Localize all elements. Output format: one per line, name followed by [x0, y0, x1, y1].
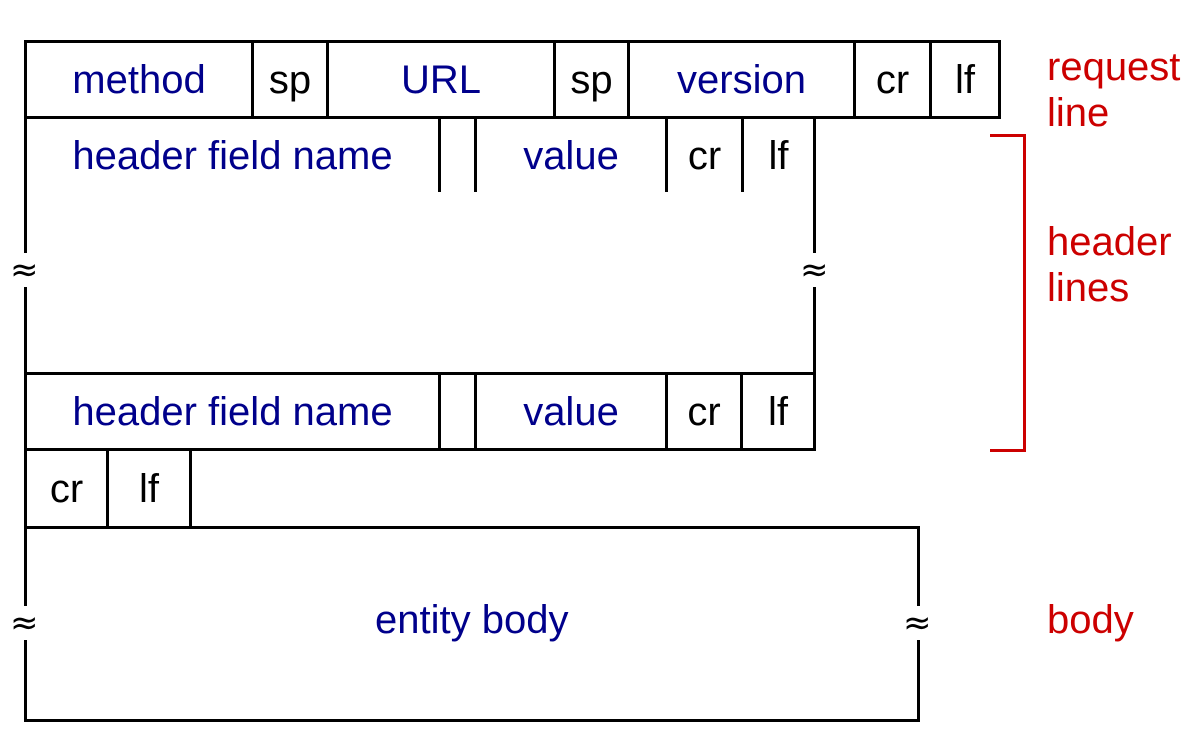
request-line-version-cell: version [627, 40, 856, 119]
header-cr-cell: cr [665, 372, 743, 451]
header-value-cell: value [474, 372, 668, 451]
request-line-method-cell: method [24, 40, 254, 119]
header-value-cell: value [474, 116, 668, 195]
header-lines-label: header lines [1047, 220, 1172, 310]
blank-line-cr-cell: cr [24, 448, 109, 529]
break-mark-left: ≈ [10, 250, 39, 290]
header-lines-bracket [990, 134, 1026, 452]
header-lf-cell: lf [741, 116, 816, 195]
body-break-mark-left: ≈ [10, 603, 39, 643]
request-line-url-cell: URL [326, 40, 556, 119]
request-line-cr-cell: cr [853, 40, 932, 119]
request-line-lf-cell: lf [929, 40, 1001, 119]
request-line-sp-cell-1: sp [251, 40, 329, 119]
body-break-mark-right: ≈ [903, 603, 932, 643]
header-lf-cell: lf [740, 372, 816, 451]
header-cr-cell: cr [665, 116, 744, 195]
header-separator-cell [438, 372, 477, 451]
entity-body-box [24, 526, 920, 722]
header-field-name-cell: header field name [24, 372, 441, 451]
break-mark-right: ≈ [800, 250, 829, 290]
omitted-header-lines-area [24, 192, 816, 375]
entity-body-text: entity body [375, 598, 569, 642]
blank-line-lf-cell: lf [106, 448, 192, 529]
request-line-sp-cell-2: sp [553, 40, 630, 119]
header-separator-cell [438, 116, 477, 195]
body-label: body [1047, 598, 1134, 642]
request-line-label: request line [1047, 45, 1181, 135]
header-field-name-cell: header field name [24, 116, 441, 195]
